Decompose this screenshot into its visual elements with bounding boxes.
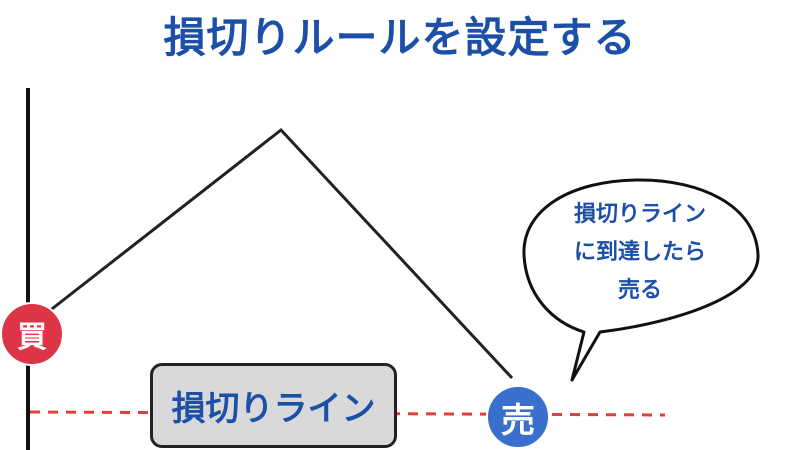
sell-badge: 売 [486,385,550,449]
bubble-line-3: 売る [617,278,662,303]
price-path [47,127,514,380]
bubble-line-1: 損切りライン [573,202,706,227]
speech-bubble [522,178,760,382]
bubble-text: 損切りライン に到達したら 売る [535,196,745,310]
bubble-line-2: に到達したら [573,240,706,265]
stoploss-label-box: 損切りライン [150,363,397,448]
page-title: 損切りルールを設定する [163,13,637,62]
stoploss-dashed-line [29,410,666,417]
buy-badge: 買 [0,302,64,366]
